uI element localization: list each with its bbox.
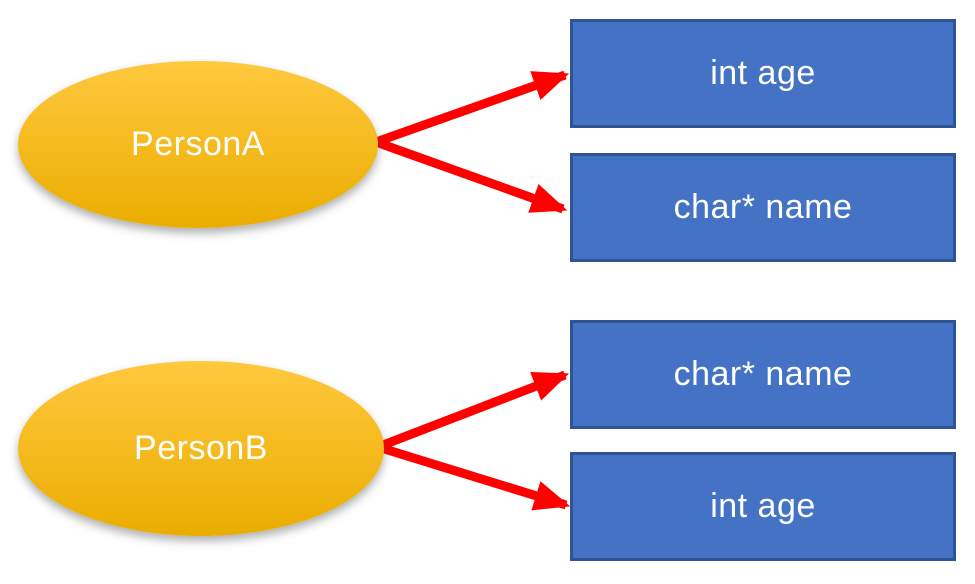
node-persona: PersonA (18, 61, 378, 228)
attr-label: char* name (673, 355, 853, 393)
attr-label: char* name (673, 188, 853, 226)
node-persona-label: PersonA (131, 125, 265, 163)
attr-box-persona-char-name: char* name (570, 153, 956, 262)
arrow-persona-to-int-age (374, 70, 570, 147)
arrow-persona-to-char-name (374, 137, 568, 214)
attr-box-persona-int-age: int age (570, 19, 956, 128)
attr-box-personb-int-age: int age (570, 452, 956, 561)
node-personb: PersonB (18, 361, 384, 536)
attr-box-personb-char-name: char* name (570, 320, 956, 429)
node-personb-label: PersonB (134, 429, 268, 467)
attr-label: int age (710, 487, 816, 525)
arrow-personb-to-char-name (376, 370, 570, 452)
attr-label: int age (710, 54, 816, 92)
arrow-personb-to-int-age (376, 442, 571, 511)
